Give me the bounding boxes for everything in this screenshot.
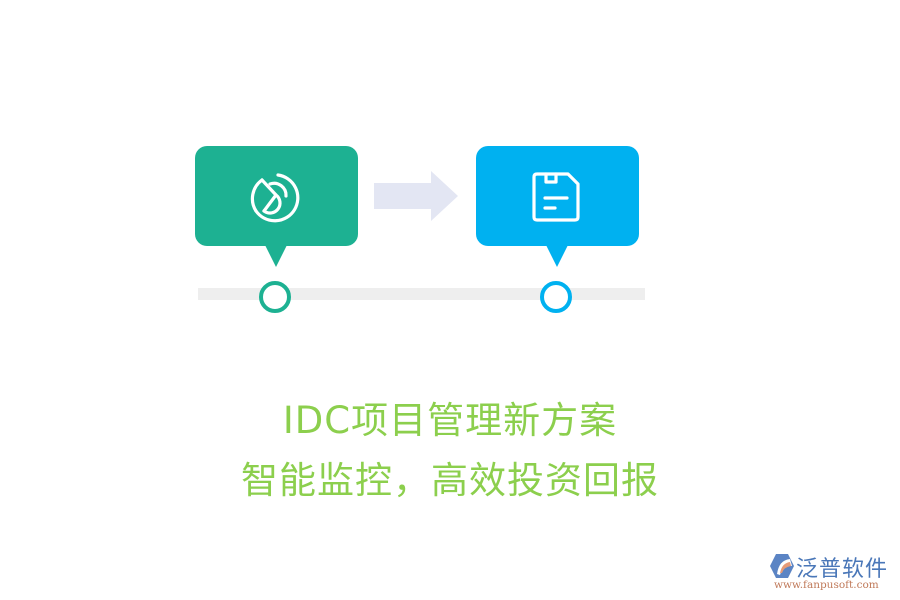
timeline-track [198,288,645,300]
chart-pie-icon [250,173,300,223]
step-2-node [540,281,572,313]
logo-mark-icon [770,554,794,578]
brand-logo: 泛普软件 www.fanpusoft.com [768,551,896,591]
arrow-right-icon [374,171,458,221]
brand-name: 泛普软件 [796,557,889,582]
headline-subtitle: 智能监控，高效投资回报 [241,459,659,502]
step-1-node [259,281,291,313]
brand-url: www.fanpusoft.com [774,579,879,591]
step-1-pointer [265,245,287,267]
step-2-pointer [546,245,568,267]
headline-title: IDC项目管理新方案 [282,399,618,442]
step-2-bubble [476,146,639,246]
floppy-disk-icon [532,172,580,222]
